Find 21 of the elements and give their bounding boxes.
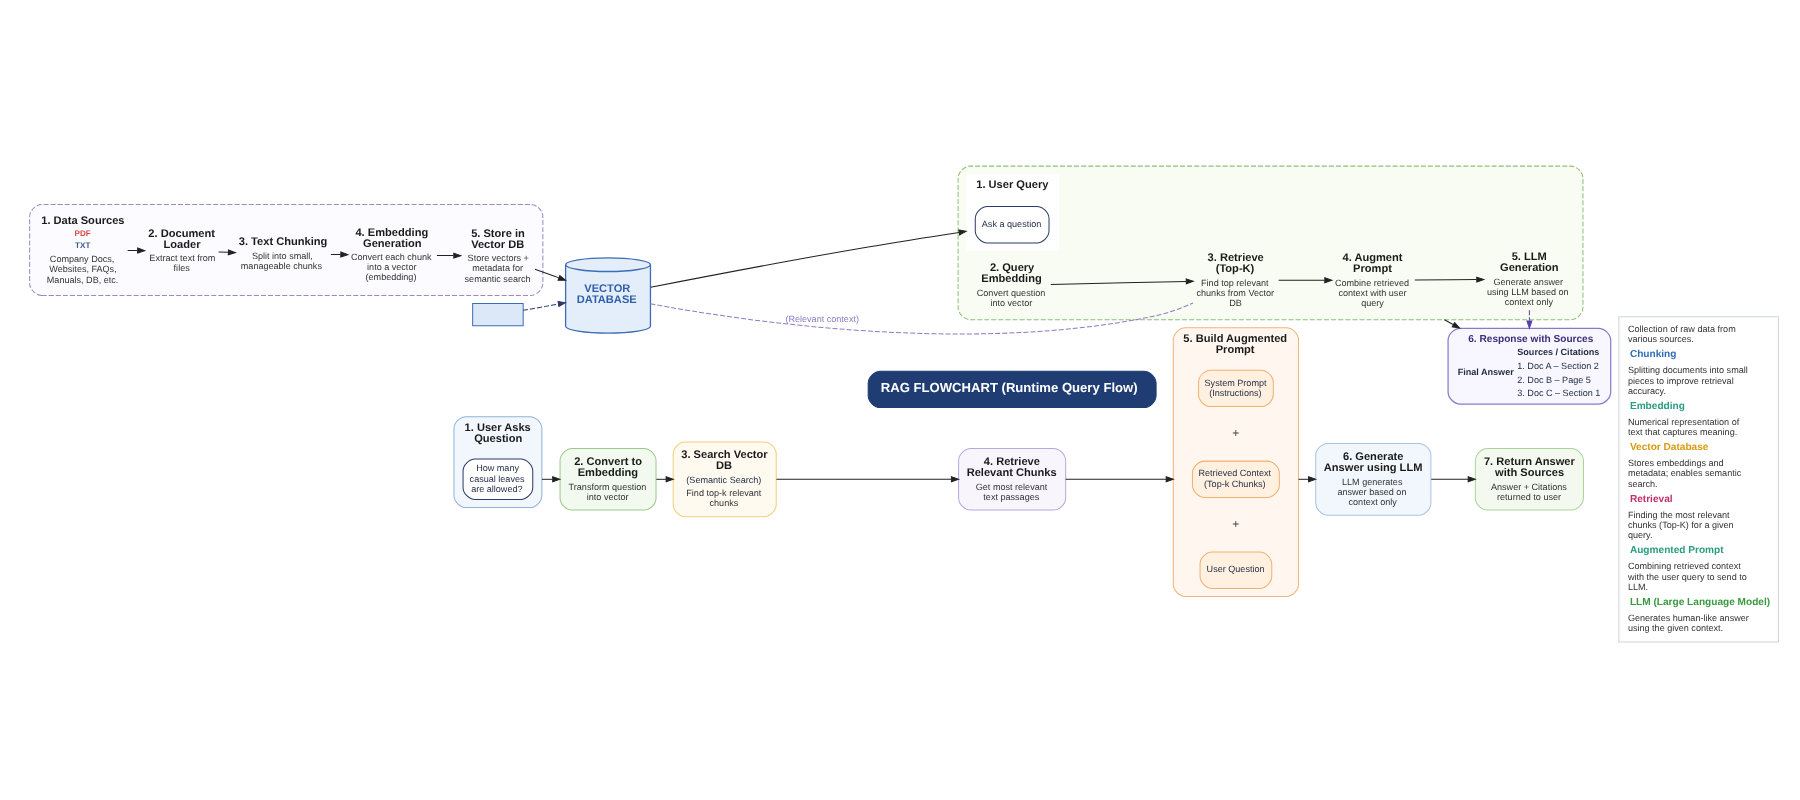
cluster bbox=[29, 204, 544, 296]
arrow bbox=[330, 251, 350, 258]
arrow bbox=[1443, 319, 1461, 329]
arrow bbox=[655, 476, 675, 483]
arrow bbox=[1278, 277, 1334, 284]
arrow bbox=[436, 252, 463, 259]
arrow bbox=[650, 229, 968, 288]
connector bbox=[649, 302, 1194, 335]
arrow bbox=[1050, 278, 1195, 285]
arrow bbox=[775, 476, 960, 483]
arrow bbox=[1065, 476, 1175, 483]
arrow bbox=[127, 247, 147, 254]
arrow bbox=[1298, 476, 1318, 483]
arrow bbox=[1526, 309, 1533, 330]
node-box bbox=[472, 303, 524, 327]
arrow bbox=[541, 476, 562, 483]
arrow bbox=[1414, 276, 1486, 283]
arrow bbox=[1430, 476, 1477, 483]
arrow bbox=[218, 249, 237, 256]
arrow bbox=[522, 301, 567, 311]
arrow bbox=[534, 268, 567, 281]
